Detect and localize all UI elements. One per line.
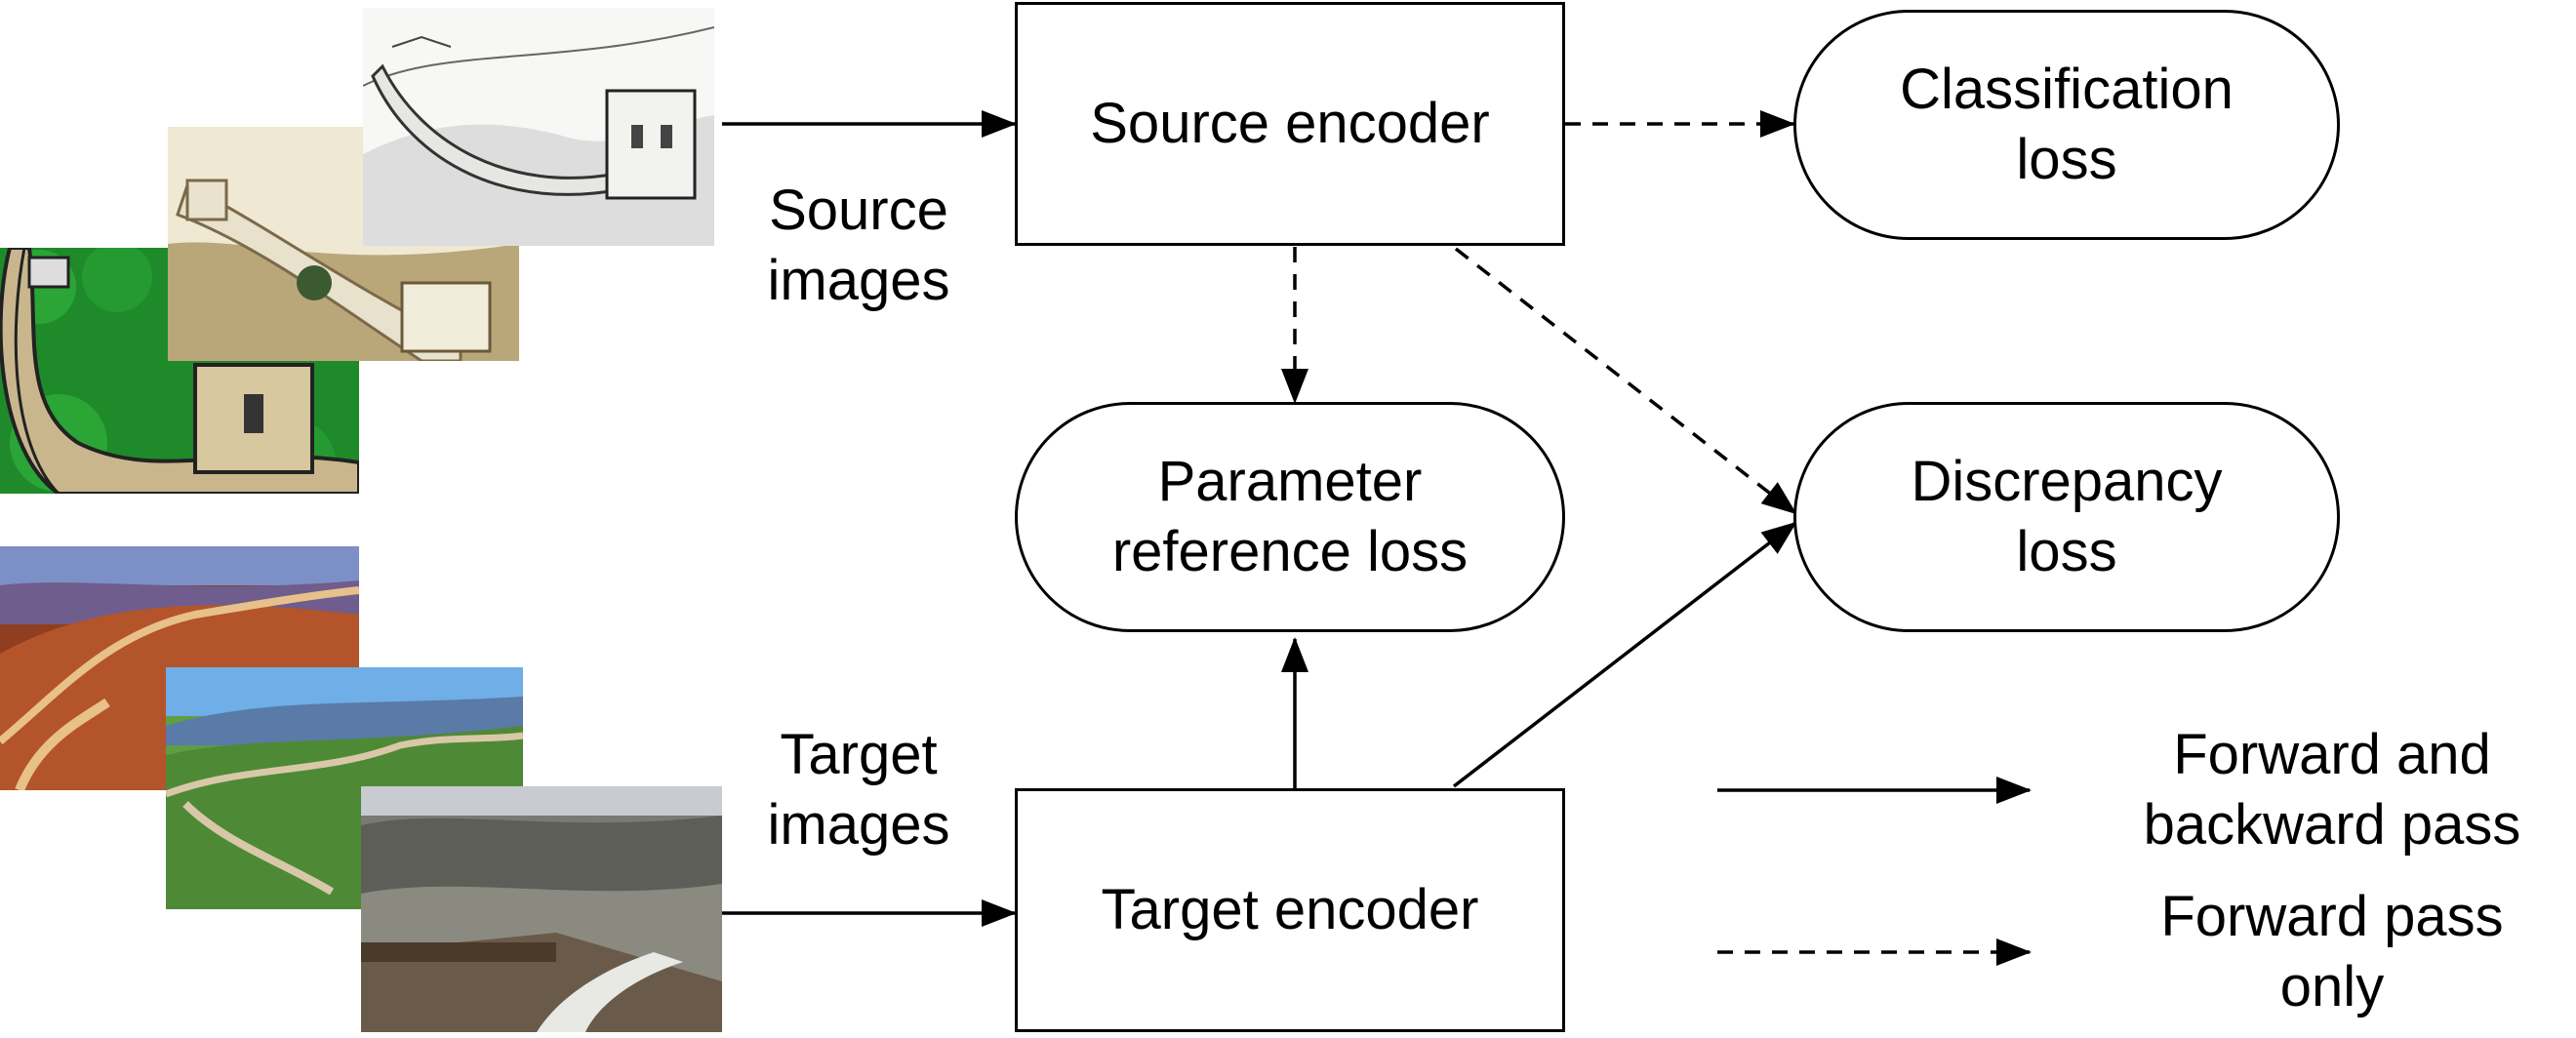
source-encoder-label: Source encoder (1090, 92, 1490, 155)
target-images-label: Target images (767, 723, 950, 857)
classification-loss-label: Classification loss (1900, 58, 2234, 191)
discrepancy-loss: Discrepancy loss (1793, 402, 2340, 632)
edge-target-encoder-to-discrepancy-loss (1452, 521, 1797, 788)
parameter-reference-loss: Parameter reference loss (1015, 402, 1565, 632)
legend-dashed-label: Forward pass only (2160, 885, 2504, 1018)
winter-great-wall-photo (361, 786, 722, 1032)
source-encoder: Source encoder (1015, 2, 1565, 246)
target-encoder: Target encoder (1015, 788, 1565, 1032)
discrepancy-loss-label: Discrepancy loss (1911, 450, 2223, 583)
legend-solid-label: Forward and backward pass (2143, 723, 2521, 857)
parameter-reference-loss-label: Parameter reference loss (1111, 450, 1469, 583)
sketch-great-wall-photo (363, 8, 714, 246)
target-encoder-label: Target encoder (1101, 878, 1479, 941)
classification-loss: Classification loss (1793, 10, 2340, 240)
source-images-label: Source images (767, 179, 950, 312)
edge-source-encoder-to-discrepancy-loss (1454, 247, 1797, 515)
